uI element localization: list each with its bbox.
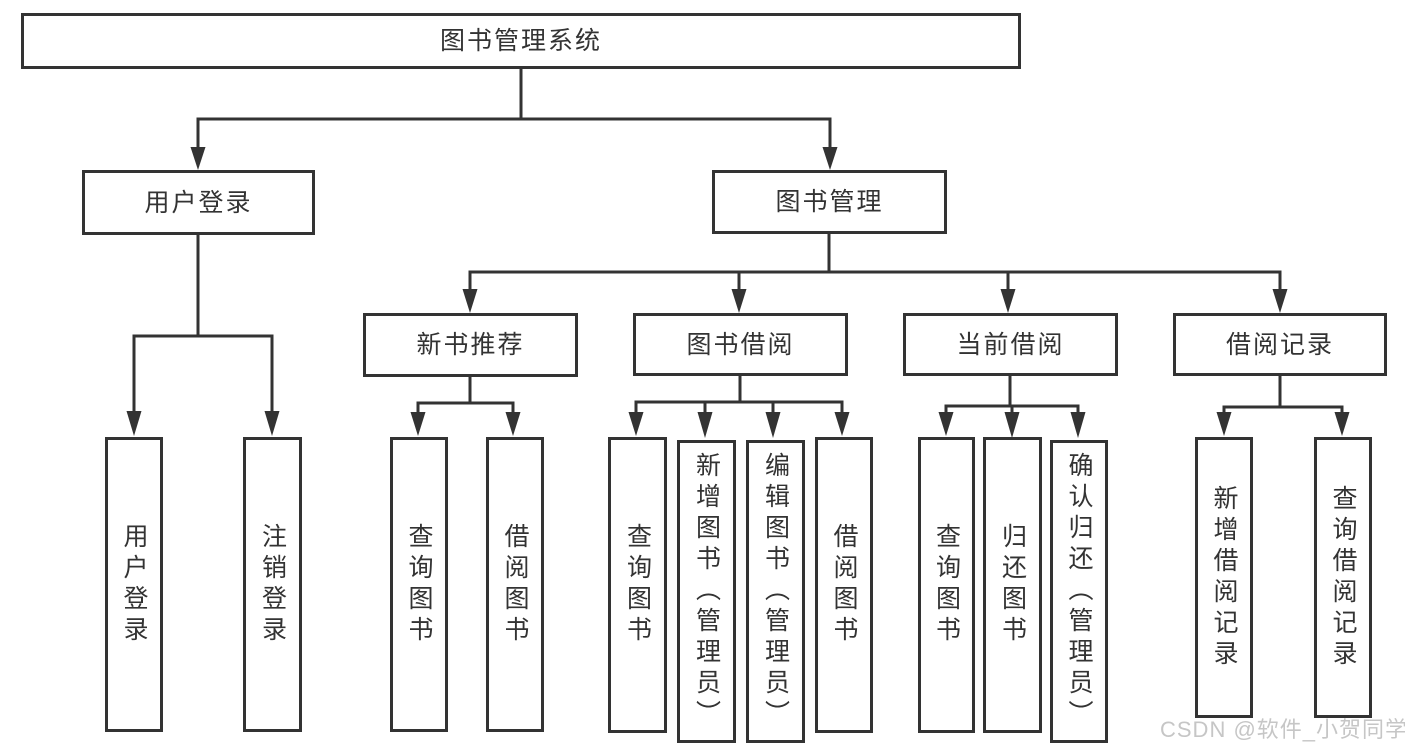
node-new-book-recommendation: 新书推荐	[363, 313, 578, 377]
node-user-login-leaf: 用户登录	[105, 437, 163, 732]
node-logout-leaf: 注销登录	[243, 437, 302, 732]
node-library-management-system: 图书管理系统	[21, 13, 1021, 69]
node-user-login-branch: 用户登录	[82, 170, 315, 235]
csdn-watermark: CSDN @软件_小贺同学	[1160, 717, 1405, 742]
node-query-books-current: 查询图书	[918, 437, 975, 733]
node-add-books-admin: 新增图书（管理员）	[677, 440, 736, 743]
node-query-books-recommend: 查询图书	[390, 437, 448, 732]
node-query-books-borrowing: 查询图书	[608, 437, 667, 733]
node-edit-books-admin: 编辑图书（管理员）	[746, 440, 805, 743]
node-current-borrowing: 当前借阅	[903, 313, 1118, 376]
node-add-borrow-record: 新增借阅记录	[1195, 437, 1253, 718]
node-borrow-books-borrowing: 借阅图书	[815, 437, 873, 733]
node-book-management-branch: 图书管理	[712, 170, 947, 234]
node-confirm-return-admin: 确认归还（管理员）	[1050, 440, 1108, 743]
node-book-borrowing: 图书借阅	[633, 313, 848, 376]
node-return-books: 归还图书	[983, 437, 1042, 733]
node-borrowing-records: 借阅记录	[1173, 313, 1387, 376]
node-borrow-books-recommend: 借阅图书	[486, 437, 544, 732]
node-query-borrow-record: 查询借阅记录	[1314, 437, 1372, 718]
